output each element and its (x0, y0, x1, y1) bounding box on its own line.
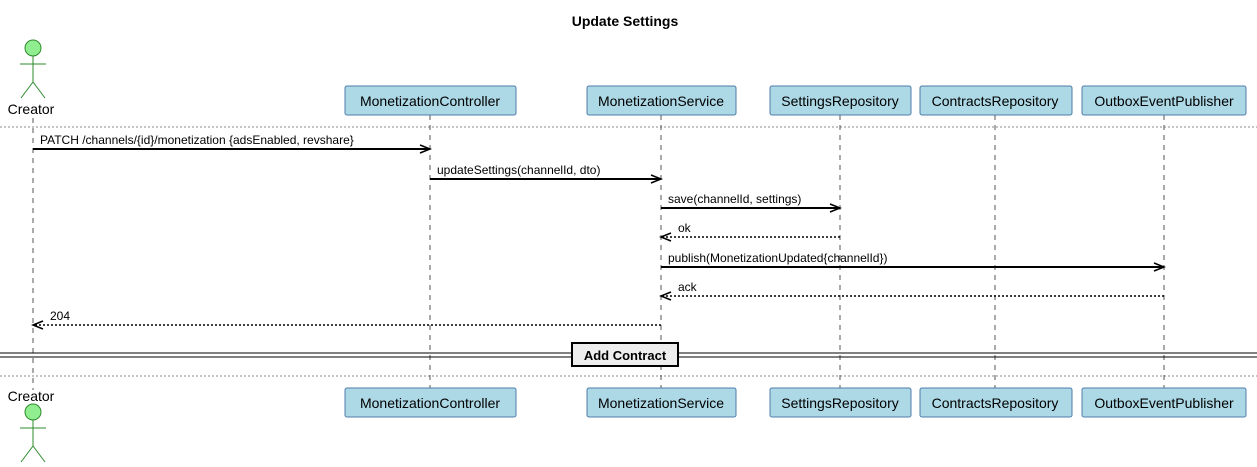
participant-box (1081, 85, 1247, 116)
message-5: publish(MonetizationUpdated{channelId}) (661, 251, 1167, 272)
participant-label: OutboxEventPublisher (1094, 93, 1234, 109)
stick-figure-icon (20, 403, 46, 463)
arrowhead-icon (419, 144, 433, 154)
diagram-title: Update Settings (572, 13, 679, 29)
message-label: save(channelId, settings) (668, 192, 801, 206)
stick-figure-icon (20, 39, 46, 99)
participant-controller: MonetizationController (344, 387, 517, 418)
participant-label: ContractsRepository (932, 93, 1059, 109)
arrowhead-icon (658, 232, 672, 242)
participant-box (919, 387, 1073, 418)
arrowhead-icon (1153, 262, 1167, 272)
arrowhead-icon (30, 320, 44, 330)
message-4: ok (658, 221, 840, 242)
participant-label: SettingsRepository (781, 93, 899, 109)
participant-settings_repo: SettingsRepository (769, 85, 912, 116)
arrowhead-icon (658, 291, 672, 301)
participant-label: ContractsRepository (932, 395, 1059, 411)
messages: PATCH /channels/{id}/monetization {adsEn… (30, 133, 1167, 330)
participant-box (1081, 387, 1247, 418)
participant-label: MonetizationService (598, 395, 724, 411)
participant-box (586, 387, 737, 418)
message-2: updateSettings(channelId, dto) (430, 163, 664, 184)
actor-label: Creator (8, 101, 55, 117)
participant-service: MonetizationService (586, 85, 737, 116)
actor-creator-bottom: Creator (8, 388, 55, 463)
message-label: updateSettings(channelId, dto) (437, 163, 600, 177)
divider-box (571, 342, 679, 367)
participant-label: MonetizationService (598, 93, 724, 109)
participant-box (769, 85, 912, 116)
message-6: ack (658, 280, 1164, 301)
participant-box (919, 85, 1073, 116)
message-label: 204 (50, 309, 70, 323)
group-divider: Add Contract (0, 342, 1257, 367)
participant-service: MonetizationService (586, 387, 737, 418)
participant-label: MonetizationController (360, 93, 500, 109)
participant-box (769, 387, 912, 418)
message-label: PATCH /channels/{id}/monetization {adsEn… (40, 133, 354, 147)
participant-settings_repo: SettingsRepository (769, 387, 912, 418)
arrowhead-icon (829, 203, 843, 213)
participant-box (344, 387, 517, 418)
actor-label: Creator (8, 388, 55, 404)
participants-bottom: MonetizationController MonetizationServic… (344, 387, 1247, 418)
participant-label: MonetizationController (360, 395, 500, 411)
participant-box (586, 85, 737, 116)
participant-publisher: OutboxEventPublisher (1081, 387, 1247, 418)
message-3: save(channelId, settings) (661, 192, 843, 213)
participant-controller: MonetizationController (344, 85, 517, 116)
participant-contracts_repo: ContractsRepository (919, 387, 1073, 418)
message-1: PATCH /channels/{id}/monetization {adsEn… (33, 133, 433, 154)
participant-box (344, 85, 517, 116)
actor-creator-top: Creator (8, 39, 55, 117)
participant-publisher: OutboxEventPublisher (1081, 85, 1247, 116)
message-label: ack (678, 280, 698, 294)
participants-top: MonetizationController MonetizationServic… (344, 85, 1247, 116)
message-7: 204 (30, 309, 661, 330)
message-label: ok (678, 221, 692, 235)
arrowhead-icon (650, 174, 664, 184)
divider-label: Add Contract (584, 348, 667, 363)
participant-label: SettingsRepository (781, 395, 899, 411)
participant-label: OutboxEventPublisher (1094, 395, 1234, 411)
message-label: publish(MonetizationUpdated{channelId}) (668, 251, 888, 265)
participant-contracts_repo: ContractsRepository (919, 85, 1073, 116)
